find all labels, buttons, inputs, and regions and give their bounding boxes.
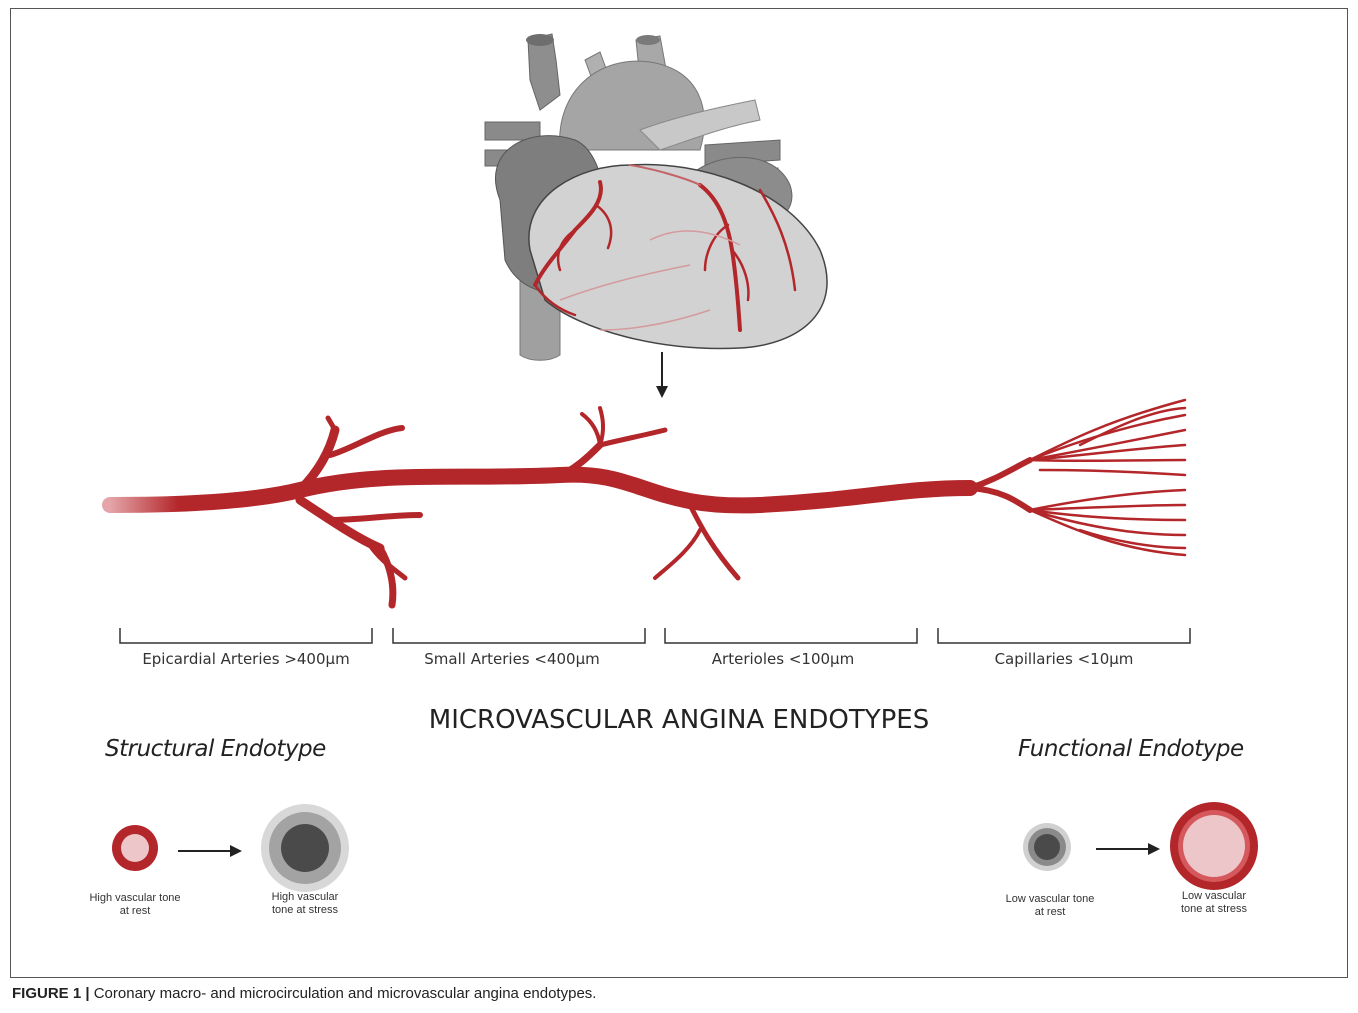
functional-stress-vessel: [1170, 802, 1258, 890]
right-arrow-icon: [1096, 843, 1160, 855]
caption-text: Coronary macro- and microcirculation and…: [94, 985, 597, 1002]
functional-stress-label: Low vascular tone at stress: [1179, 890, 1249, 916]
heart-illustration: [485, 34, 827, 360]
structural-stress-label: High vascular tone at stress: [270, 891, 340, 917]
functional-rest-label: Low vascular tone at rest: [1000, 893, 1100, 919]
structural-endotype-title: Structural Endotype: [105, 736, 326, 762]
figure-caption: FIGURE 1 | Coronary macro- and microcirc…: [12, 985, 596, 1002]
functional-rest-vessel: [1023, 823, 1071, 871]
structural-stress-vessel: [261, 804, 349, 892]
down-arrow-icon: [656, 352, 668, 398]
scale-label-capillaries: Capillaries <10μm: [928, 650, 1200, 668]
structural-rest-vessel: [112, 825, 158, 871]
caption-label: FIGURE 1 |: [12, 985, 90, 1002]
scale-label-small-arteries: Small Arteries <400μm: [376, 650, 648, 668]
scale-label-arterioles: Arterioles <100μm: [647, 650, 919, 668]
scale-label-epicardial: Epicardial Arteries >400μm: [110, 650, 382, 668]
main-title: MICROVASCULAR ANGINA ENDOTYPES: [0, 705, 1358, 735]
structural-rest-label: High vascular tone at rest: [85, 892, 185, 918]
vessel-tree: [110, 400, 1185, 605]
right-arrow-icon: [178, 845, 242, 857]
functional-endotype-title: Functional Endotype: [1018, 736, 1244, 762]
scale-brackets: [120, 628, 1190, 643]
